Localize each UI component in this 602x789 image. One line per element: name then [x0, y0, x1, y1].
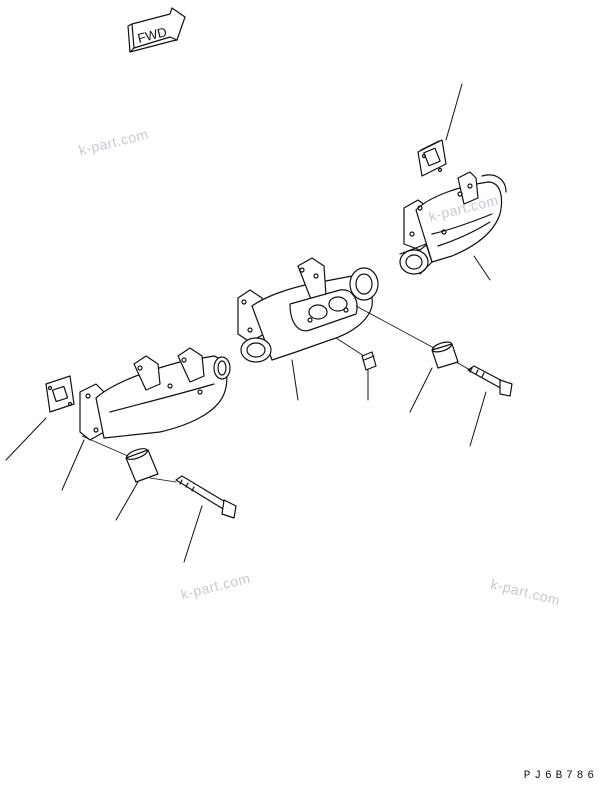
drain-plug — [361, 351, 377, 371]
exhaust-manifold-left — [79, 347, 231, 441]
exhaust-manifold-center — [237, 257, 379, 363]
bolt-left — [175, 475, 237, 519]
leader-lines — [5, 83, 491, 563]
gasket-left — [45, 375, 75, 413]
spacer-sleeve-left — [125, 448, 159, 483]
gasket-right — [417, 139, 447, 177]
drawing-code: PJ6B786 — [523, 770, 598, 782]
bolt-right — [467, 365, 513, 397]
spacer-sleeve-right — [431, 341, 459, 369]
exhaust-manifold-right — [399, 171, 507, 275]
forward-arrow-icon: FWD — [127, 7, 186, 53]
forward-arrow-label: FWD — [136, 24, 168, 46]
alignment-lines — [81, 305, 471, 483]
